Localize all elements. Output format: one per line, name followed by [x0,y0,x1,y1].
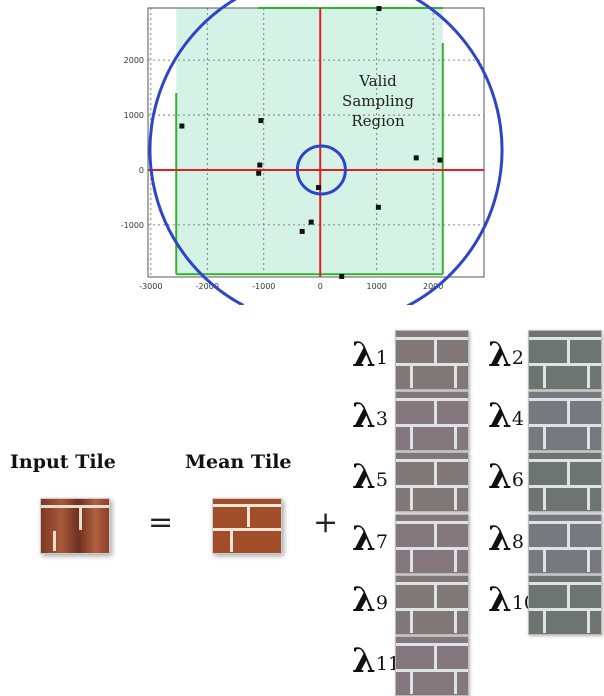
lambda-index: 4 [511,408,524,430]
inner-radius-circle [295,144,347,196]
lambda-index: 5 [375,469,388,491]
mean-tile-image [212,498,282,554]
lambda-label: λ4 [488,396,524,436]
x-tick-label: -3000 [139,282,162,291]
x-tick-label: -1000 [252,282,275,291]
sample-point [339,273,345,279]
annotation-line: Sampling [342,92,414,110]
sample-point [376,6,382,12]
plot-grid [147,7,485,278]
y-tick-label: -1000 [121,221,144,230]
lambda-label: λ8 [488,519,524,559]
valid-region-fill [176,8,443,275]
sample-point [375,204,381,210]
sampling-region-plot: -3000 -2000 -1000 0 1000 2000 2000 1000 0 -1000 V… [121,0,504,305]
lambda-index: 2 [511,347,524,369]
lambda-index: 9 [375,592,388,614]
sample-point [258,118,264,124]
lambda-label: λ1 [352,335,388,375]
y-tick-label: 0 [139,166,144,175]
sample-point [299,228,305,234]
lambda-label: λ5 [352,457,388,497]
eigen-tile-image [528,330,602,390]
eigen-tile-image [395,514,469,574]
lambda-label: λ3 [352,396,388,436]
outer-radius-circle [148,0,504,305]
lambda-index: 11 [375,653,401,675]
lambda-index: 7 [375,531,388,553]
eigen-tile-image [395,330,469,390]
eigen-tile-image [528,514,602,574]
sample-point [257,162,263,168]
lambda-label: λ7 [352,519,388,559]
lambda-label: λ9 [352,580,388,620]
y-tick-label: 1000 [124,111,144,120]
x-tick-label: 1000 [367,282,387,291]
lambda-index: 8 [511,531,524,553]
plot-axes: -3000 -2000 -1000 0 1000 2000 2000 1000 0 -1000 [121,0,504,305]
lambda-label: λ2 [488,335,524,375]
eigen-tile-image [395,452,469,512]
annotation-line: Region [351,112,405,130]
eigen-tile-image [395,636,469,696]
input-tile-label: Input Tile [10,451,116,473]
equals-sign: = [148,505,174,540]
x-tick-label: 0 [318,282,323,291]
eigen-tile-image [528,391,602,451]
sample-point [413,155,419,161]
eigen-tile-image [395,575,469,635]
sample-point [256,170,262,176]
lambda-index: 6 [511,469,524,491]
eigen-tile-image [395,391,469,451]
lambda-label: λ11 [352,641,401,681]
x-tick-label: -2000 [196,282,219,291]
annotation-line: Valid [358,72,397,90]
sample-point [316,185,322,191]
sample-point [437,157,443,163]
sample-point [179,123,185,129]
plus-sign: + [313,505,339,540]
lambda-index: 1 [375,347,388,369]
input-tile-image [40,498,110,554]
eigen-tile-image [528,575,602,635]
lambda-label: λ6 [488,457,524,497]
x-tick-label: 2000 [423,282,443,291]
lambda-index: 3 [375,408,388,430]
mean-tile-label: Mean Tile [185,451,292,473]
eigen-tile-image [528,452,602,512]
sample-point [308,219,314,225]
y-tick-label: 2000 [124,56,144,65]
